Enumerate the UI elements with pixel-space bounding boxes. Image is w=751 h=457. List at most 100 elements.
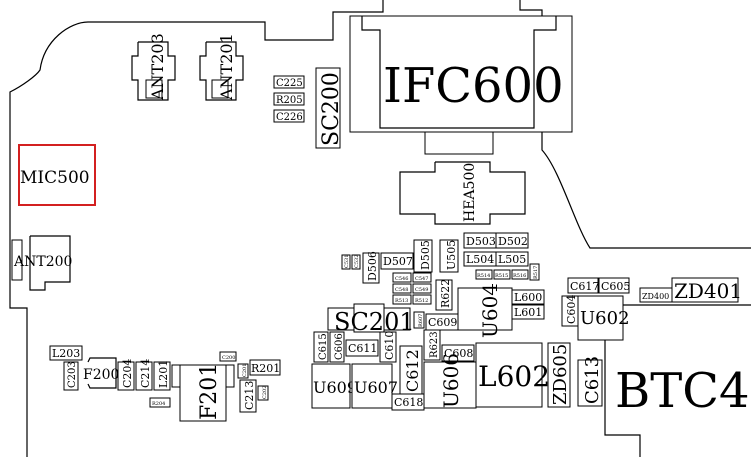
mic500-component: MIC500	[18, 144, 96, 206]
r623-component: R623	[423, 329, 441, 361]
u606-component: U606	[423, 353, 477, 409]
small-cap-grid: C546 C547 C548 C549 R513 R512	[392, 272, 432, 305]
l505-label: L505	[498, 253, 526, 266]
r623-label: R623	[429, 331, 440, 358]
r512-label: R512	[415, 298, 428, 304]
mic500-highlight	[18, 144, 96, 206]
f201-label: F201	[197, 363, 222, 420]
c213-label: C213	[243, 381, 256, 410]
r201-label: R201	[251, 362, 280, 375]
c226-label: C226	[276, 112, 303, 123]
u602-label: U602	[580, 308, 630, 329]
ant201-component: ANT201	[199, 33, 244, 101]
l504-label: L504	[466, 253, 494, 266]
c612-label: C612	[403, 349, 422, 392]
c606-label: C606	[334, 333, 345, 360]
c611-label: C611	[348, 342, 377, 355]
r513-label: R513	[395, 298, 408, 304]
c225-label: C225	[276, 78, 303, 89]
c605-label: C605	[601, 280, 630, 293]
zd400-label: ZD400	[642, 292, 669, 301]
r515-label: R515	[495, 273, 508, 279]
c604-label: C604	[565, 295, 578, 324]
r517-label: R517	[533, 266, 539, 279]
ant201-label: ANT201	[217, 33, 236, 101]
u505-label: U505	[445, 240, 458, 270]
d505-label: D505	[419, 240, 432, 270]
btc400-connector: BTC400	[615, 363, 751, 419]
l602-component: L602	[475, 342, 550, 408]
r205-label: R205	[276, 95, 303, 106]
l203-label: L203	[52, 347, 80, 360]
c203-label: C203	[67, 361, 78, 388]
c214-label: C214	[139, 359, 152, 388]
sc201-label: SC201	[334, 308, 415, 336]
c608-label: C608	[444, 347, 473, 360]
c612-component: C612	[399, 345, 423, 395]
sc201-component: SC201	[327, 303, 415, 336]
btc400-label: BTC400	[615, 363, 751, 419]
f200-f201-group: L203 C203 F200 C204 C214 L201 R204 C200 …	[49, 345, 281, 422]
l601-label: L601	[514, 306, 542, 319]
u604-component: U604	[457, 283, 513, 338]
c613-label: C613	[582, 356, 603, 404]
u609-label: U609	[313, 378, 357, 397]
c200-label: C200	[222, 355, 235, 361]
c549-label: C549	[415, 287, 428, 293]
r622-label: R622	[439, 279, 452, 308]
c204-label: C204	[121, 359, 134, 388]
r204-label: R204	[152, 401, 165, 407]
c201-label: C201	[242, 364, 248, 377]
c610-label: C610	[383, 331, 396, 360]
l600-l601-group: L600 L601	[511, 289, 545, 320]
u505-d505-group: U505 D505 D507 D506 C531 C532	[341, 239, 459, 284]
ifc600-connector: IFC600	[349, 15, 573, 155]
r622-component: R622	[435, 279, 453, 311]
c531-label: C531	[344, 255, 350, 268]
c615-c610-group: C615 C606 C611 C610	[313, 331, 397, 363]
c548-label: C548	[395, 287, 408, 293]
zd605-c613-group: ZD605 C613	[547, 342, 603, 408]
l201-label: L201	[157, 360, 170, 388]
zd605-label: ZD605	[550, 344, 571, 405]
l600-label: L600	[514, 291, 542, 304]
board-outline-right	[604, 304, 751, 457]
d503-label: D503	[466, 235, 496, 248]
d502-label: D502	[498, 235, 528, 248]
u602-group: C617 C605 C604 U602	[561, 277, 630, 341]
c532-label: C532	[354, 255, 360, 268]
c546-label: C546	[395, 276, 408, 282]
ant200-label: ANT200	[13, 254, 72, 270]
u604-label: U604	[478, 283, 502, 338]
r607-label: R607	[418, 314, 424, 327]
f200-label: F200	[83, 367, 119, 383]
hea500-label: HEA500	[462, 163, 478, 222]
d507-label: D507	[383, 255, 413, 268]
l504-l505-group: L504 L505	[463, 251, 529, 267]
zd400-zd401-group: ZD400 ZD401	[639, 277, 742, 303]
small-resistor-row-1: R514 R515 R516 R517	[475, 263, 540, 281]
sc200-component: SC200	[315, 67, 344, 149]
c225-r205-c226-group: C225 R205 C226	[273, 75, 305, 123]
ant200-component: ANT200	[11, 235, 72, 291]
r514-label: R514	[477, 273, 490, 279]
c618-component: C618	[391, 393, 425, 411]
ant203-component: ANT203	[131, 33, 176, 101]
u606-label: U606	[439, 353, 463, 408]
zd401-label: ZD401	[674, 279, 742, 303]
c202-label: C202	[262, 386, 268, 399]
d506-label: D506	[366, 251, 379, 281]
sc200-label: SC200	[319, 72, 344, 146]
u609-u607-group: U609 U607	[311, 363, 398, 409]
ant203-label: ANT203	[148, 33, 167, 101]
l602-label: L602	[478, 360, 550, 393]
c608-component: C608	[441, 344, 475, 362]
c615-label: C615	[318, 333, 329, 360]
c547-label: C547	[415, 276, 428, 282]
r607-component: R607	[413, 311, 425, 329]
u607-label: U607	[354, 378, 398, 397]
c618-label: C618	[394, 396, 423, 409]
c609-label: C609	[428, 316, 457, 329]
mic500-label: MIC500	[20, 168, 90, 188]
